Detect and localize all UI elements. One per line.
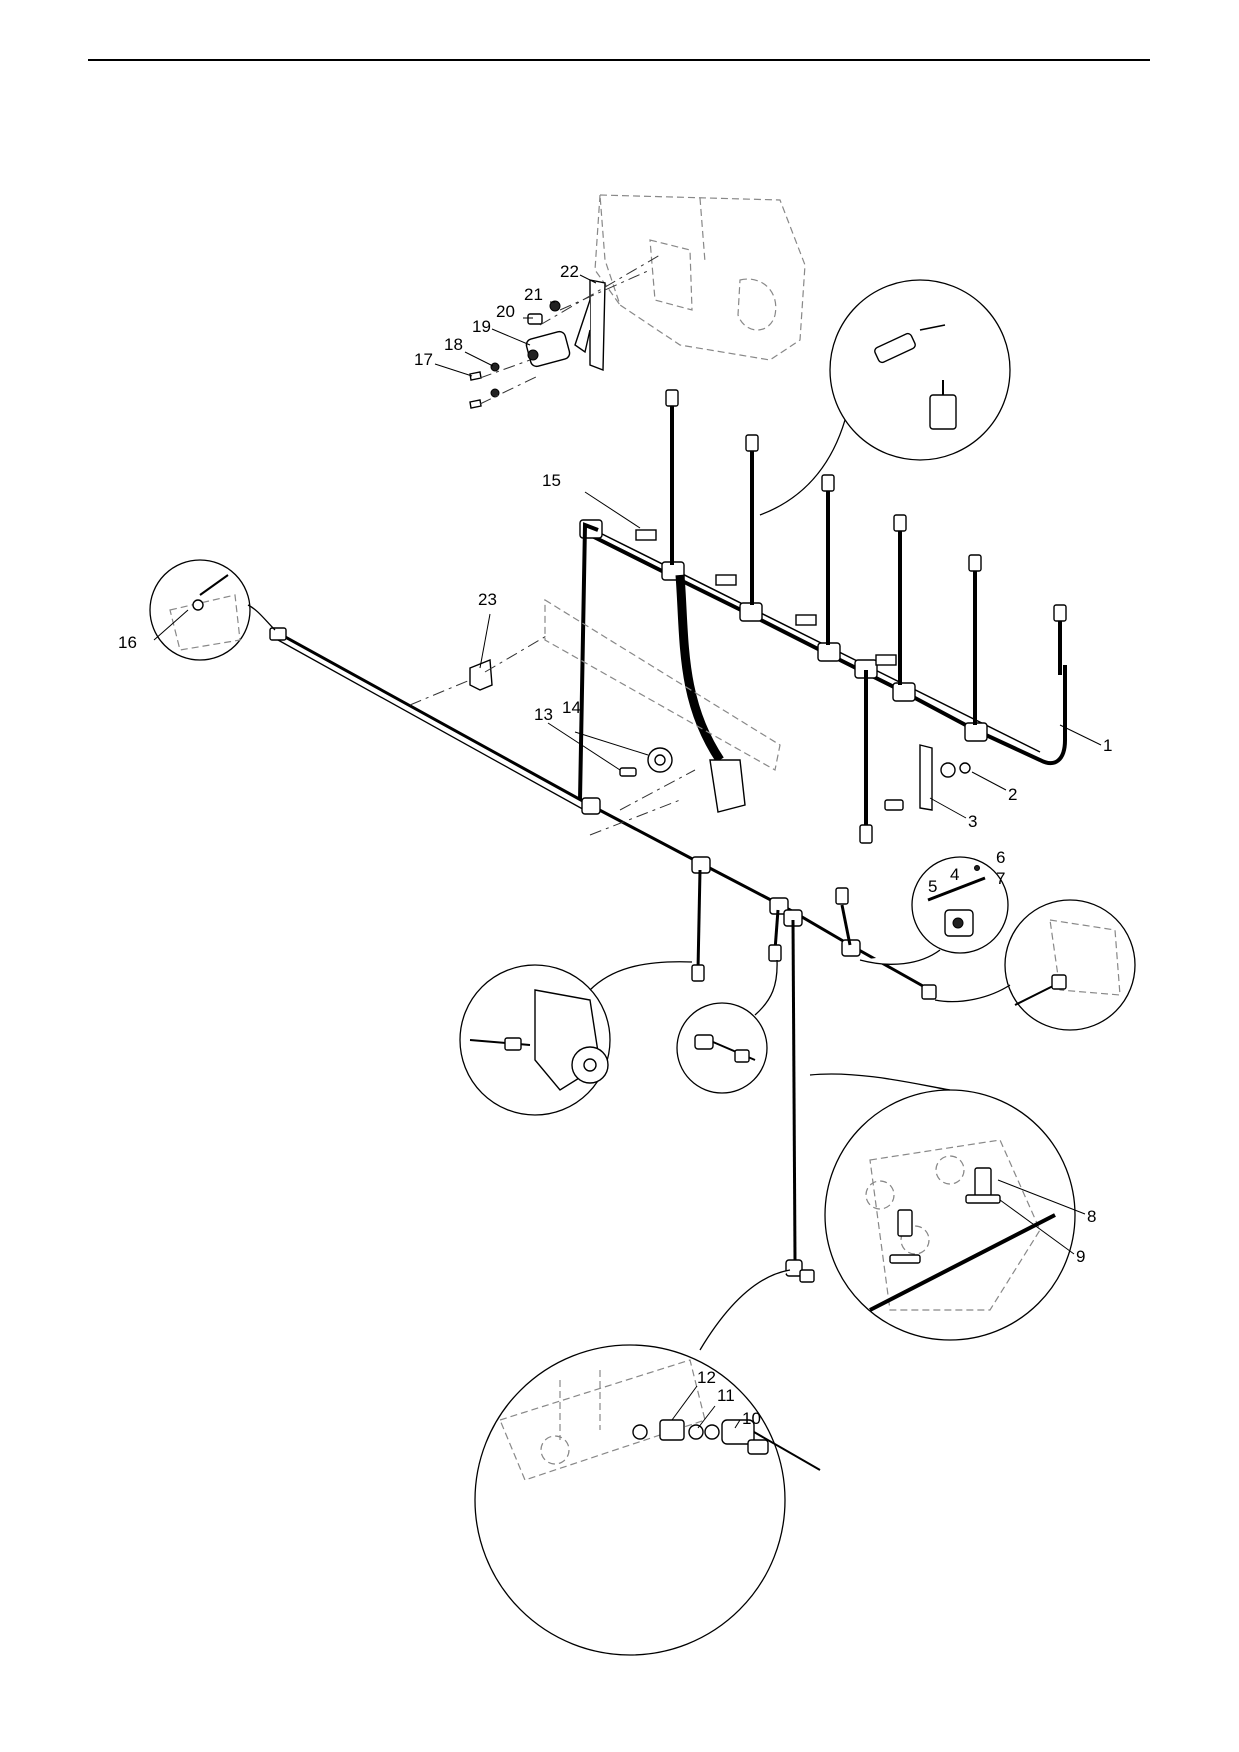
- label-16: 16: [118, 633, 137, 652]
- label-19: 19: [472, 317, 491, 336]
- clips-15: [635, 529, 897, 666]
- label-9: 9: [1076, 1247, 1085, 1266]
- label-4: 4: [950, 865, 959, 884]
- solenoid-bracket-assembly: [469, 254, 661, 409]
- detail-bubble-16: [149, 559, 276, 661]
- label-10: 10: [742, 1409, 761, 1428]
- detail-bubble-speed-sensor: [676, 959, 778, 1094]
- label-6: 6: [996, 848, 1005, 867]
- harness-upper-trunk: [578, 389, 1067, 844]
- detail-bubble-8-9: [809, 1073, 1076, 1341]
- detail-bubble-10-12: [474, 1269, 821, 1656]
- label-12: 12: [697, 1368, 716, 1387]
- detail-bubble-sensor-top-right: [759, 279, 1011, 516]
- leader-lines: [153, 274, 1102, 1429]
- grommet-13-14: [619, 747, 696, 811]
- detail-bubble-4-7: [859, 856, 1009, 965]
- label-8: 8: [1087, 1207, 1096, 1226]
- label-17: 17: [414, 350, 433, 369]
- label-20: 20: [496, 302, 515, 321]
- label-14: 14: [562, 698, 581, 717]
- label-11: 11: [717, 1386, 735, 1405]
- label-3: 3: [968, 812, 977, 831]
- label-1: 1: [1103, 736, 1112, 755]
- label-15: 15: [542, 471, 561, 490]
- harness-lower-trunk: [269, 627, 937, 1283]
- top-housing-ghost: [594, 194, 806, 361]
- part-labels: 1 2 3 4 5 6 7 8 9 10 11 12 13 14 15 16 1…: [118, 262, 1112, 1428]
- label-18: 18: [444, 335, 463, 354]
- label-22: 22: [560, 262, 579, 281]
- bracket-2-3: [884, 744, 971, 811]
- detail-bubble-injection-pump: [459, 961, 693, 1116]
- label-7: 7: [996, 869, 1005, 888]
- label-21: 21: [524, 285, 543, 304]
- label-23: 23: [478, 590, 497, 609]
- detail-bubble-right-block: [934, 899, 1136, 1031]
- bracket-23: [469, 598, 781, 771]
- label-2: 2: [1008, 785, 1017, 804]
- label-13: 13: [534, 705, 553, 724]
- label-5: 5: [928, 877, 937, 896]
